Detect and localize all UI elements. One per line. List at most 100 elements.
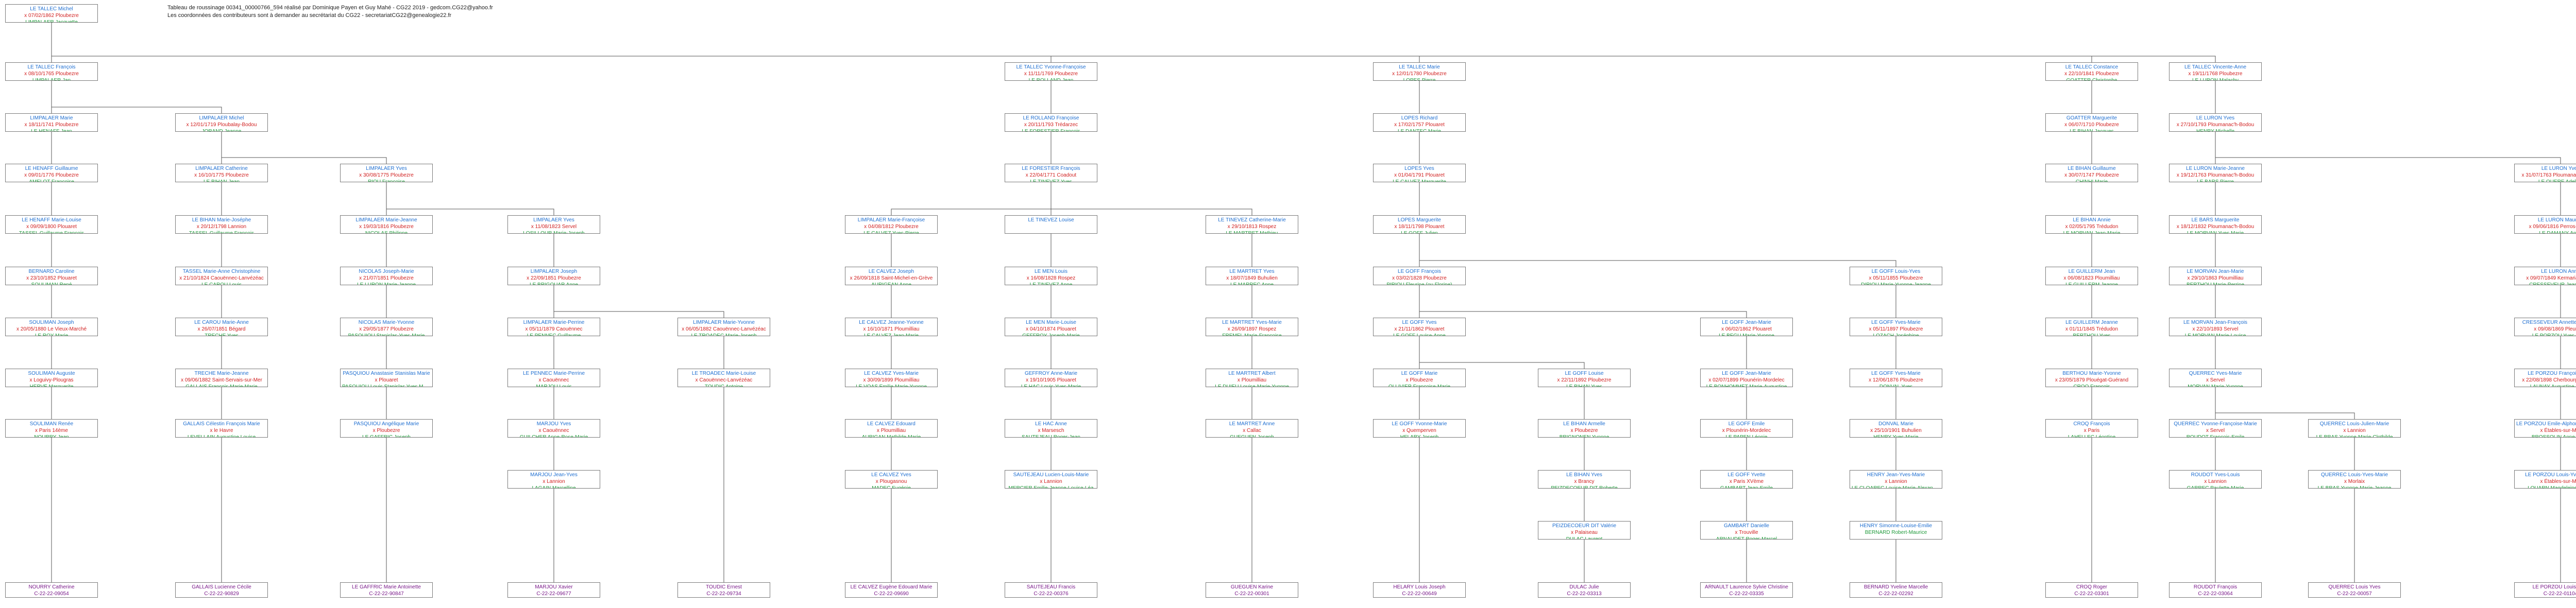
spouse-name: PASQUIOU Louis Stanislas Yves Marie bbox=[342, 384, 431, 387]
contributor-name: ROUDOT François bbox=[2193, 584, 2238, 590]
spouse-name: BERTHOU Marie-Perrine bbox=[2186, 282, 2245, 285]
person-name: LE GOFF Marie bbox=[1401, 371, 1438, 376]
spouse-name: ARNAUDET Roger-Marcel bbox=[1716, 536, 1777, 540]
contributor-name: GALLAIS Lucienne Cécile bbox=[192, 584, 251, 590]
person-name: LE GOFF Yvonne-Marie bbox=[1392, 421, 1447, 427]
spouse-name: DIRIOU Marie-Yvonne-Jeanne bbox=[1861, 282, 1931, 285]
person-name: LE HENAFF Marie-Louise bbox=[22, 217, 81, 223]
marriage-info: x Marsesch bbox=[1038, 428, 1064, 433]
person-name: LE CAROU Marie-Anne bbox=[194, 320, 249, 325]
marriage-info: x 04/08/1812 Ploubezre bbox=[864, 224, 919, 230]
person-name: LE ROLLAND Françoise bbox=[1023, 115, 1079, 121]
person-box: LE TINEVEZ Louise bbox=[1005, 215, 1097, 234]
spouse-name: LE PAPEN Léonie bbox=[1725, 435, 1768, 438]
marriage-info: x 09/06/1816 Perros-Guirec bbox=[2529, 224, 2576, 230]
person-name: LE BIHAN Yves bbox=[1566, 472, 1602, 478]
spouse-name: LE ROLLAND Jean bbox=[1028, 78, 1074, 81]
contributor-name: SAUTEJEAU Francis bbox=[1026, 584, 1076, 590]
person-name: LE GUILLERM Jean bbox=[2068, 269, 2115, 274]
marriage-info: x Callac bbox=[1243, 428, 1261, 433]
spouse-name: GALLAIS François-Marie-Marie bbox=[185, 384, 258, 387]
person-name: GEFFROY Anne-Marie bbox=[1024, 371, 1078, 376]
person-name: LE MARTRET Albert bbox=[1228, 371, 1276, 376]
marriage-info: x 22/10/1841 Ploubezre bbox=[2064, 71, 2119, 77]
contributor-name: QUERREC Louis Yves bbox=[2328, 584, 2381, 590]
person-name: LE GOFF Yves-Marie bbox=[1871, 320, 1921, 325]
spouse-name: LE DANTEC Marie bbox=[1398, 129, 1441, 132]
marriage-info: x 26/09/1818 Saint-Michel-en-Grève bbox=[850, 275, 933, 281]
person-name: LE BARS Marguerite bbox=[2191, 217, 2240, 223]
marriage-info: x 21/10/1824 Caouënnec-Lanvézéac bbox=[179, 275, 264, 281]
person-name: LE TALLEC Michel bbox=[30, 6, 73, 12]
marriage-info: x Quemperven bbox=[1402, 428, 1436, 433]
person-name: SOULIMAN Auguste bbox=[28, 371, 75, 376]
person-name: LE GOFF Yves bbox=[1402, 320, 1437, 325]
marriage-info: x 08/10/1765 Ploubezre bbox=[24, 71, 79, 77]
person-name: LE LURON Anne bbox=[2541, 269, 2576, 274]
spouse-name: LE BARS Pierre bbox=[2197, 179, 2234, 182]
marriage-info: x 19/03/1816 Ploubezre bbox=[359, 224, 414, 230]
person-name: LE LURON Yves bbox=[2541, 166, 2576, 171]
header-line-2: Les coordonnées des contributeurs sont à… bbox=[167, 12, 452, 19]
spouse-name: LE CALVEZ Jean-Marie bbox=[864, 333, 919, 336]
person-name: LE BIHAN Annie bbox=[2073, 217, 2111, 223]
marriage-info: x Plounérin-Mordelec bbox=[1722, 428, 1771, 433]
contributor-code: C-22-22-90847 bbox=[369, 591, 404, 597]
contributor-name: NOURRY Catherine bbox=[28, 584, 75, 590]
spouse-name: LE CALVEZ Marguerite bbox=[1393, 179, 1446, 182]
spouse-name: PIRIOU Fleurine (ou Florine) bbox=[1386, 282, 1452, 285]
person-name: LE GOFF Emile bbox=[1728, 421, 1765, 427]
person-name: LE MORVAN Jean-François bbox=[2183, 320, 2248, 325]
person-name: LE BIHAN Marie-Joséphe bbox=[192, 217, 251, 223]
contributor-code: C-22-22-00301 bbox=[1234, 591, 1269, 597]
spouse-name: GUEGUEN Joseph bbox=[1230, 435, 1274, 438]
marriage-info: x Ploumilliau bbox=[876, 428, 906, 433]
person-name: LE TALLEC François bbox=[27, 64, 76, 70]
connector-line bbox=[386, 182, 554, 215]
spouse-name: TASSEL Guillaume François bbox=[19, 231, 84, 234]
person-name: LIMPALAER Marie bbox=[30, 115, 73, 121]
spouse-name: TASSEL Guillaume François bbox=[189, 231, 255, 234]
contributor-name: MARJOU Xavier bbox=[535, 584, 573, 590]
person-name: LE TINEVEZ Louise bbox=[1028, 217, 1074, 223]
person-name: LIMPALAER Marie-Françoise bbox=[857, 217, 925, 223]
spouse-name: LE CLOAREC Louise-Marie-Alexandrine bbox=[1852, 485, 1940, 489]
marriage-info: x 25/10/1901 Buhulien bbox=[1870, 428, 1922, 433]
spouse-name: SOULIMAN René bbox=[31, 282, 72, 285]
contributor-name: LE GAFFRIC Marie Antoinette bbox=[352, 584, 421, 590]
marriage-info: x Étables-sur-Mer bbox=[2540, 479, 2576, 484]
connector-line bbox=[1419, 336, 1585, 369]
person-name: QUERREC Louis-Yves-Marie bbox=[2320, 472, 2388, 478]
person-name: NICOLAS Marie-Yvonne bbox=[358, 320, 415, 325]
person-name: TRECHE Marie-Jeanne bbox=[194, 371, 249, 376]
marriage-info: x 16/08/1828 Rospez bbox=[1026, 275, 1076, 281]
person-name: NICOLAS Joseph-Marie bbox=[359, 269, 414, 274]
marriage-info: x 05/11/1879 Caouënnec bbox=[525, 326, 583, 332]
marriage-info: x le Havre bbox=[210, 428, 233, 433]
spouse-name: BERNARD Robert-Maurice bbox=[1865, 530, 1927, 535]
marriage-info: x Morlaix bbox=[2344, 479, 2365, 484]
contributor-code: C-22-22-01104 bbox=[2543, 591, 2576, 597]
spouse-name: LE TINEVEZ Anne bbox=[1029, 282, 1073, 285]
spouse-name: LE BRAS Yvonne-Marie-Clothilde bbox=[2316, 435, 2393, 438]
